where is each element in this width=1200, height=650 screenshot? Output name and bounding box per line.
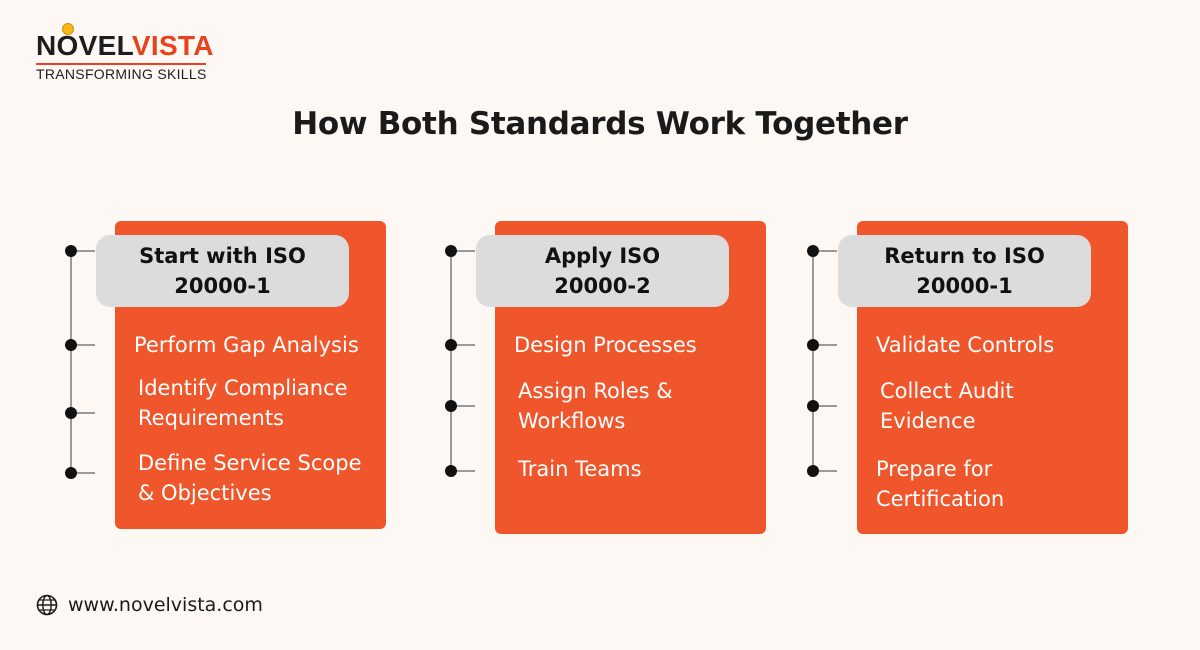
brand-divider [36, 63, 206, 65]
timeline-line [450, 252, 452, 474]
page-title: How Both Standards Work Together [292, 106, 908, 142]
step-item: Perform Gap Analysis [134, 333, 359, 357]
step-item: Define Service Scope & Objectives [138, 451, 362, 505]
website-link[interactable]: www.novelvista.com [68, 594, 263, 616]
step-header-line1: Apply ISO [544, 244, 661, 268]
timeline-tick [77, 472, 95, 474]
step-item: Prepare for Certification [876, 457, 1005, 511]
timeline-dot [445, 465, 457, 477]
brand-name-part2: VEL [78, 30, 132, 61]
step-header-line1: Return to ISO [884, 244, 1045, 268]
step-item: Train Teams [518, 457, 642, 481]
timeline-tick [457, 470, 475, 472]
timeline-dot [445, 339, 457, 351]
step-header-line2: 20000-1 [174, 274, 271, 298]
timeline-tick [819, 344, 837, 346]
timeline-dot [445, 245, 457, 257]
step-item: Design Processes [514, 333, 697, 357]
timeline-tick [77, 344, 95, 346]
brand-tagline: TRANSFORMING SKILLS [36, 66, 207, 82]
timeline-tick [457, 250, 475, 252]
timeline-dot [807, 400, 819, 412]
brand-o-letter: O [57, 23, 79, 62]
timeline-tick [77, 250, 95, 252]
timeline-tick [819, 470, 837, 472]
timeline-tick [819, 405, 837, 407]
brand-name-part3: VISTA [131, 30, 214, 61]
timeline-dot [445, 400, 457, 412]
step-header-line2: 20000-1 [916, 274, 1013, 298]
timeline-dot [65, 245, 77, 257]
timeline-tick [457, 405, 475, 407]
step-header-line1: Start with ISO [139, 244, 306, 268]
timeline-line [812, 252, 814, 474]
timeline-dot [65, 407, 77, 419]
step-item: Validate Controls [876, 333, 1055, 357]
step-header: Start with ISO 20000-1 [96, 235, 349, 307]
step-item: Collect Audit Evidence [880, 379, 1014, 433]
timeline-tick [77, 412, 95, 414]
timeline-line [70, 252, 72, 474]
timeline-dot [807, 339, 819, 351]
medal-icon [61, 23, 74, 35]
timeline-tick [819, 250, 837, 252]
step-header: Apply ISO 20000-2 [476, 235, 729, 307]
step-header: Return to ISO 20000-1 [838, 235, 1091, 307]
timeline-dot [807, 465, 819, 477]
globe-icon [36, 594, 58, 616]
step-item: Identify Compliance Requirements [138, 376, 348, 430]
timeline-tick [457, 344, 475, 346]
timeline-dot [65, 339, 77, 351]
timeline-dot [65, 467, 77, 479]
brand-name-part1: N [36, 30, 57, 61]
footer: www.novelvista.com [36, 594, 263, 616]
step-header-line2: 20000-2 [554, 274, 651, 298]
timeline-dot [807, 245, 819, 257]
step-item: Assign Roles & Workflows [518, 379, 673, 433]
